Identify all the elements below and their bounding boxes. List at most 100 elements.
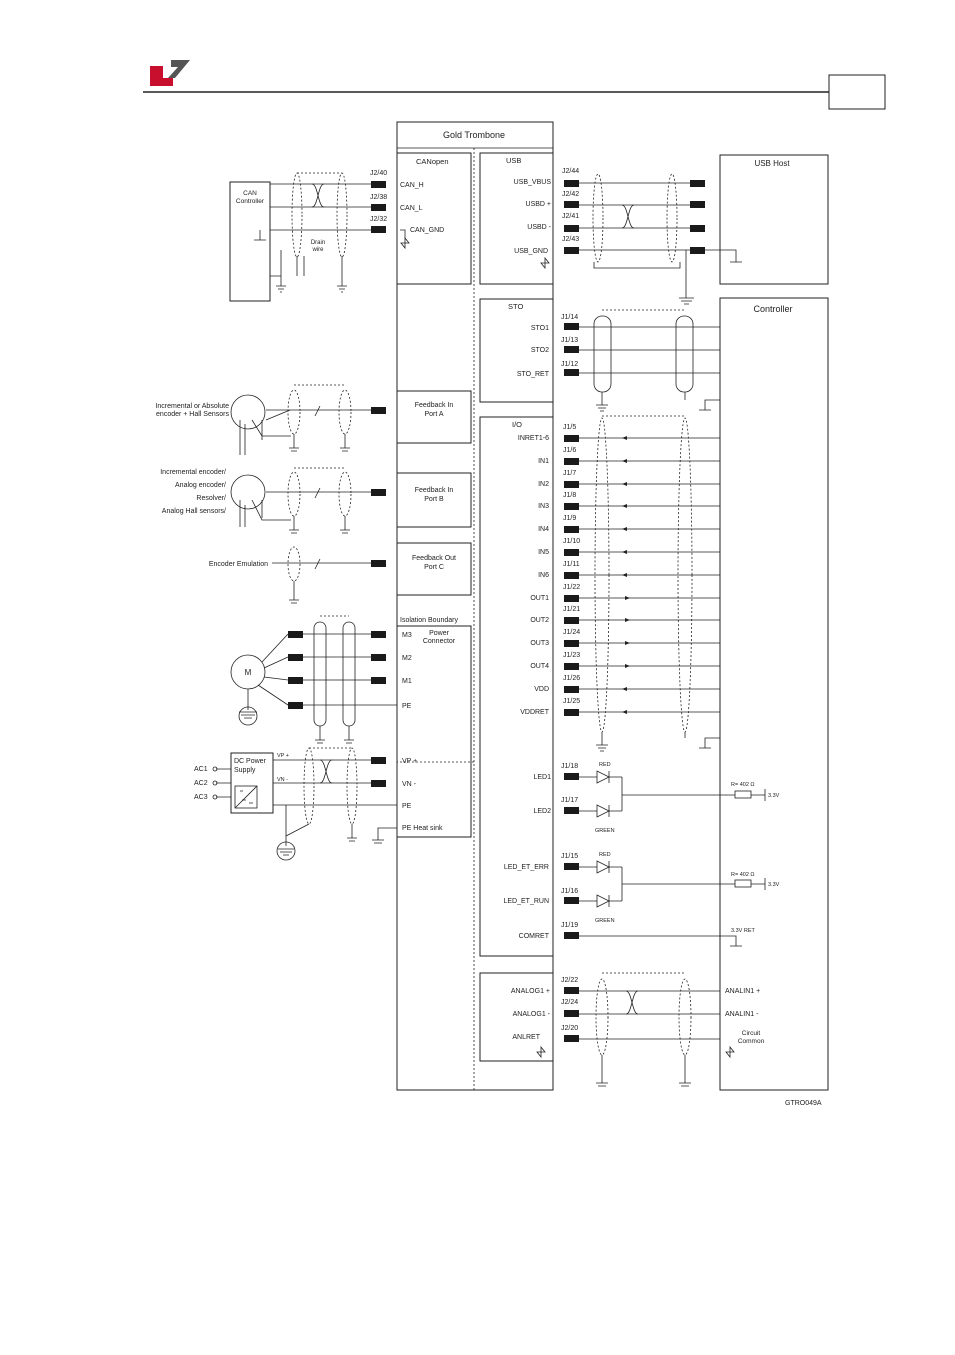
encoder-a — [230, 384, 386, 455]
io-direction-arrow — [622, 527, 627, 531]
ac1-label: AC1 — [194, 766, 208, 773]
io-pin-label: VDD — [534, 686, 549, 693]
canopen-conn-j2-32: J2/32 — [370, 216, 387, 223]
io-pin-connector — [564, 709, 579, 716]
circuit-common-1: Circuit — [742, 1030, 761, 1037]
power-pin-vp: VP + — [402, 758, 417, 765]
logo-red-shape — [150, 66, 173, 86]
led1-label: LED1 — [533, 774, 551, 781]
io-connector-label: J1/5 — [563, 424, 576, 431]
comret-label: COMRET — [519, 933, 550, 940]
io-pin-connector — [564, 481, 579, 488]
power-pin-vn: VN - — [402, 781, 417, 788]
led3-color: RED — [599, 852, 611, 858]
usb-conn-j2-41: J2/41 — [562, 213, 579, 220]
usb-label-vbus: USB_VBUS — [514, 179, 552, 186]
io-pin-label: IN5 — [538, 549, 549, 556]
io-connector-label: J1/6 — [563, 447, 576, 454]
io-wiring: INRET1-6J1/5IN1J1/6IN2J1/7IN3J1/8IN4J1/9… — [518, 424, 720, 716]
encoder-b-line2: Analog encoder/ — [175, 482, 226, 489]
io-direction-arrow — [622, 550, 627, 554]
canopen-conn-j2-40: J2/40 — [370, 170, 387, 177]
dc-supply-wiring — [212, 747, 397, 861]
canopen-title: CANopen — [416, 157, 449, 166]
power-heatsink: PE Heat sink — [402, 825, 443, 832]
io-pin-label: OUT4 — [530, 663, 549, 670]
can-controller-line2: Controller — [236, 198, 265, 205]
usb-conn-j2-43: J2/43 — [562, 236, 579, 243]
io-pin-label: OUT2 — [530, 617, 549, 624]
feedback-a-block — [396, 390, 472, 444]
usb-title: USB — [506, 156, 521, 165]
analog-wiring — [536, 972, 735, 1087]
power-title2: Connector — [423, 638, 456, 645]
io-connector-label: J1/21 — [563, 606, 580, 613]
led1-color: RED — [599, 762, 611, 768]
io-connector-label: J1/26 — [563, 675, 580, 682]
ac2-label: AC2 — [194, 780, 208, 787]
io-pin-connector — [564, 572, 579, 579]
encoder-emulation-wiring — [272, 546, 386, 604]
feedback-c-line2: Port C — [424, 564, 444, 571]
io-pin-label: IN4 — [538, 526, 549, 533]
io-pin-label: INRET1-6 — [518, 435, 549, 442]
power-pin-pe1: PE — [402, 703, 412, 710]
usb-wiring — [540, 173, 742, 305]
v33-ret-label: 3.3V RET — [731, 928, 755, 934]
encoder-b-line3: Resolver/ — [196, 495, 226, 502]
isolation-label: Isolation Boundary — [400, 617, 458, 624]
io-pin-label: OUT3 — [530, 640, 549, 647]
io-pin-connector — [564, 617, 579, 624]
canopen-label-can-l: CAN_L — [400, 205, 423, 212]
analin-minus: ANALIN1 - — [725, 1011, 759, 1018]
io-connector-label: J1/24 — [563, 629, 580, 636]
feedback-a-line2: Port A — [424, 411, 443, 418]
feedback-c-line1: Feedback Out — [412, 555, 456, 562]
led4-color: GREEN — [595, 918, 615, 924]
io-connector-label: J1/8 — [563, 492, 576, 499]
io-direction-arrow — [625, 596, 630, 600]
logo-grey-shape — [168, 60, 190, 78]
usb-label-gnd: USB_GND — [514, 248, 548, 255]
io-pin-label: IN3 — [538, 503, 549, 510]
io-direction-arrow — [622, 710, 627, 714]
dc-vp-label: VP + — [277, 753, 289, 759]
io-direction-arrow — [622, 482, 627, 486]
dc-supply-line1: DC Power — [234, 758, 267, 765]
can-controller-line1: CAN — [243, 190, 257, 197]
feedback-b-line1: Feedback In — [415, 487, 454, 494]
v33-label-1: 3.3V — [768, 793, 780, 799]
io-pin-connector — [564, 686, 579, 693]
io-pin-label: IN1 — [538, 458, 549, 465]
usb-host-box — [719, 154, 829, 285]
io-pin-connector — [564, 526, 579, 533]
analog-conn-22: J2/22 — [561, 977, 578, 984]
power-pin-m2: M2 — [402, 655, 412, 662]
io-connector-label: J1/11 — [563, 561, 580, 568]
sto-conn-12: J1/12 — [561, 361, 578, 368]
can-controller-box — [229, 181, 271, 302]
io-pin-label: OUT1 — [530, 595, 549, 602]
io-title: I/O — [512, 420, 522, 429]
resistor-label-1: R= 402 Ω — [731, 782, 755, 788]
io-pin-connector — [564, 549, 579, 556]
io-pin-connector — [564, 435, 579, 442]
io-pin-connector — [564, 503, 579, 510]
io-connector-label: J1/23 — [563, 652, 580, 659]
drain-wire-line1: Drain — [311, 240, 325, 246]
encoder-b-line4: Analog Hall sensors/ — [162, 508, 226, 515]
sto-title: STO — [508, 302, 523, 311]
usb-label-dm: USBD - — [527, 224, 551, 231]
canopen-block — [396, 152, 472, 285]
led-et-err-conn: J1/15 — [561, 853, 578, 860]
power-pin-pe2: PE — [402, 803, 412, 810]
circuit-common-2: Common — [738, 1038, 765, 1045]
main-title: Gold Trombone — [443, 130, 505, 140]
io-pin-connector — [564, 458, 579, 465]
encoder-emulation-label: Encoder Emulation — [209, 561, 268, 568]
v33-label-2: 3.3V — [768, 882, 780, 888]
encoder-b — [230, 467, 386, 534]
usb-host-title: USB Host — [754, 159, 790, 168]
